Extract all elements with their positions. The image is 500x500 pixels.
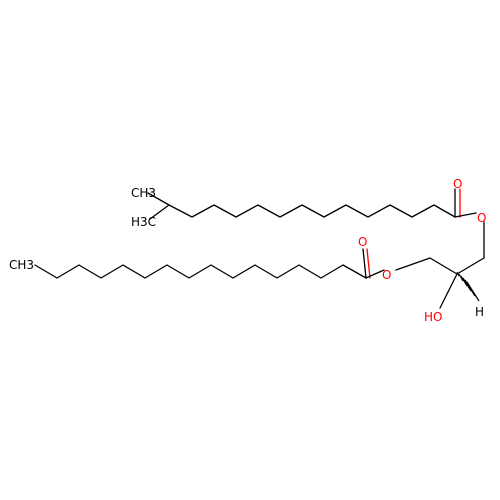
atom-labels: CH3 H3C CH3 O O O O HO H bbox=[9, 177, 486, 324]
glycerol-c2-c3 bbox=[429, 257, 458, 275]
label-oxygen-carbonyl-lower: O bbox=[358, 235, 367, 249]
label-hydroxyl: HO bbox=[424, 310, 442, 324]
label-ch3-upper: CH3 bbox=[131, 186, 156, 200]
label-oxygen-carbonyl-upper: O bbox=[453, 177, 462, 191]
label-oxygen-ester-lower: O bbox=[382, 268, 391, 282]
bond-skeleton bbox=[34, 188, 485, 309]
glycerol-c2-oh bbox=[439, 273, 458, 309]
glycerol-c3-o bbox=[395, 257, 431, 271]
label-ch3-lower: CH3 bbox=[9, 258, 34, 272]
glycerol-c1-c2 bbox=[456, 257, 485, 275]
upper-acyl-chain bbox=[147, 192, 456, 220]
label-hydrogen-stereo: H bbox=[475, 305, 484, 319]
upper-ester-bond bbox=[454, 212, 477, 218]
label-oxygen-ester-upper: O bbox=[477, 211, 486, 225]
lower-carbonyl-bond-2 bbox=[366, 248, 371, 279]
stereo-hash-wedge bbox=[456, 271, 480, 302]
lower-ester-bond bbox=[365, 269, 385, 279]
label-h3c-upper: H3C bbox=[131, 215, 156, 229]
lower-acyl-chain bbox=[34, 264, 367, 279]
lower-carbonyl-bond-1 bbox=[362, 248, 367, 279]
